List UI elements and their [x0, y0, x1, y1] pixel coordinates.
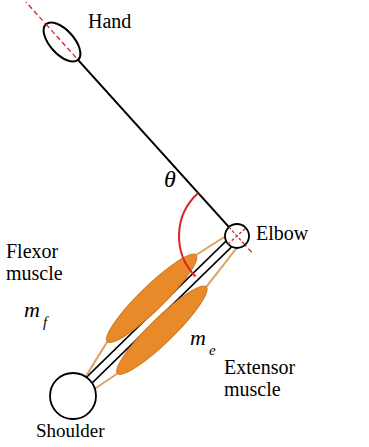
tendon [196, 234, 229, 255]
joint-cross [229, 227, 245, 245]
shoulder-joint [50, 373, 96, 419]
joint-cross [228, 228, 246, 244]
elbow-joint [225, 224, 249, 248]
angle-symbol: θ [164, 166, 176, 192]
extensor-muscle [109, 278, 215, 382]
part-name: Shoulder [36, 421, 105, 442]
forearm-axis [26, 2, 252, 252]
tendon [206, 245, 239, 287]
part-name: Extensor muscle [224, 356, 324, 400]
part-name: Flexor muscle [6, 240, 88, 284]
upper-arm-bone [70, 233, 240, 399]
part-name: Hand [88, 10, 131, 32]
variable-symbol: m [190, 326, 206, 350]
variable-subscript: e [209, 342, 216, 359]
variable-subscript: f [43, 314, 47, 331]
hand-ellipse [37, 16, 87, 68]
hand-axis [46, 24, 78, 60]
part-name: Elbow [256, 222, 308, 244]
forearm-link [78, 60, 229, 227]
angle-arc [179, 193, 198, 277]
variable-symbol: m [24, 298, 40, 322]
